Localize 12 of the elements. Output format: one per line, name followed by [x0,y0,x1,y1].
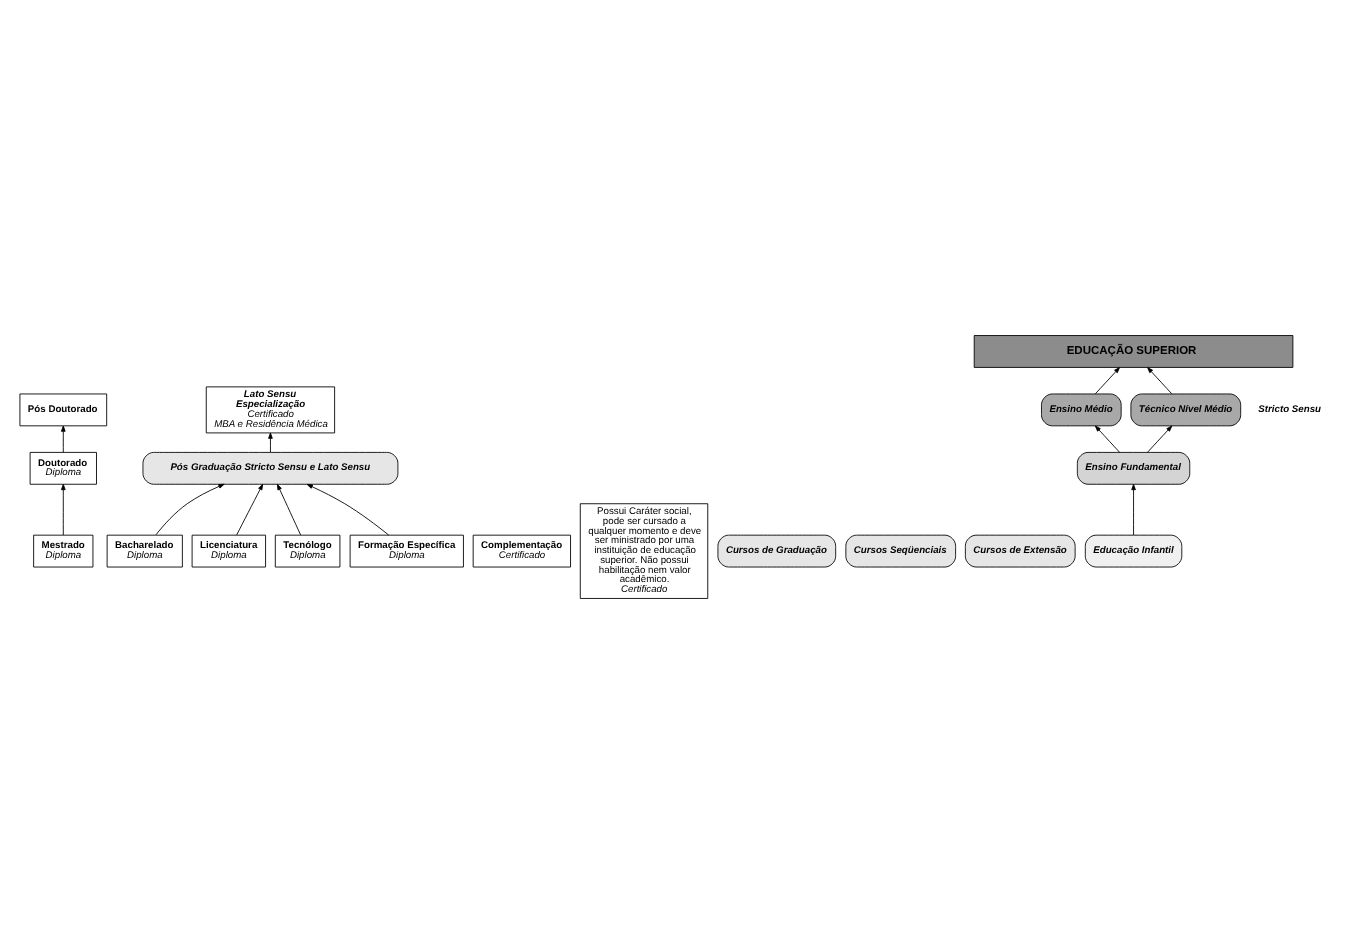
arrow [276,483,302,536]
arrow [1094,425,1120,453]
arrow [306,483,390,536]
arrow [236,483,264,536]
arrow [1094,367,1120,395]
arrow [61,425,66,453]
arrow [268,432,273,453]
arrow [155,483,225,536]
arrow [1131,483,1136,536]
arrow [1147,425,1173,453]
arrow [1147,367,1173,395]
arrow [61,483,66,536]
